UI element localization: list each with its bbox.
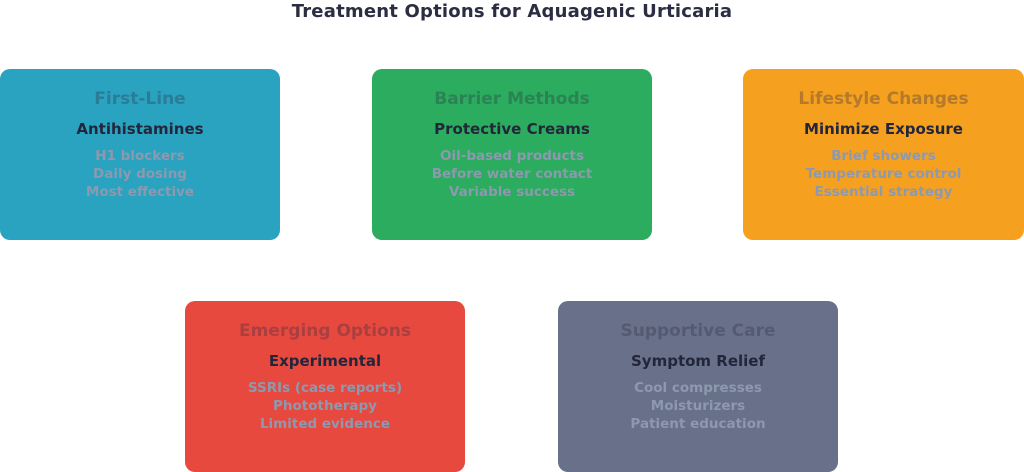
card-category: Emerging Options	[239, 321, 411, 341]
detail-line: Most effective	[85, 184, 195, 200]
card-heading: Minimize Exposure	[804, 120, 963, 138]
detail-line: Cool compresses	[634, 380, 762, 396]
detail-line: Essential strategy	[814, 184, 953, 200]
card-category: Lifestyle Changes	[798, 89, 969, 109]
card-heading: Antihistamines	[76, 120, 204, 138]
card-details: Brief showers Temperature control Essent…	[743, 147, 1024, 201]
card-heading: Protective Creams	[434, 120, 590, 138]
card-barrier-methods: Barrier Methods Protective Creams Oil-ba…	[372, 69, 652, 240]
detail-line: Brief showers	[831, 148, 936, 164]
detail-line: Limited evidence	[259, 416, 391, 432]
detail-line: Before water contact	[431, 166, 593, 182]
detail-line: Temperature control	[805, 166, 962, 182]
detail-line: Variable success	[448, 184, 576, 200]
card-heading: Symptom Relief	[631, 352, 765, 370]
card-lifestyle-changes: Lifestyle Changes Minimize Exposure Brie…	[743, 69, 1024, 240]
detail-line: SSRIs (case reports)	[247, 380, 403, 396]
page-title: Treatment Options for Aquagenic Urticari…	[291, 1, 733, 22]
card-details: SSRIs (case reports) Phototherapy Limite…	[185, 379, 465, 433]
card-heading: Experimental	[268, 352, 382, 370]
card-emerging-options: Emerging Options Experimental SSRIs (cas…	[185, 301, 465, 472]
card-supportive-care: Supportive Care Symptom Relief Cool comp…	[558, 301, 838, 472]
detail-line: Phototherapy	[273, 398, 377, 414]
card-details: Oil-based products Before water contact …	[372, 147, 652, 201]
card-category: First-Line	[94, 89, 186, 109]
card-category: Supportive Care	[620, 321, 776, 341]
card-details: Cool compresses Moisturizers Patient edu…	[558, 379, 838, 433]
detail-line: Oil-based products	[439, 148, 585, 164]
detail-line: Daily dosing	[93, 166, 187, 182]
detail-line: Moisturizers	[650, 398, 746, 414]
card-category: Barrier Methods	[434, 89, 590, 109]
detail-line: H1 blockers	[95, 148, 185, 164]
card-first-line: First-Line Antihistamines H1 blockers Da…	[0, 69, 280, 240]
card-details: H1 blockers Daily dosing Most effective	[0, 147, 280, 201]
detail-line: Patient education	[630, 416, 766, 432]
